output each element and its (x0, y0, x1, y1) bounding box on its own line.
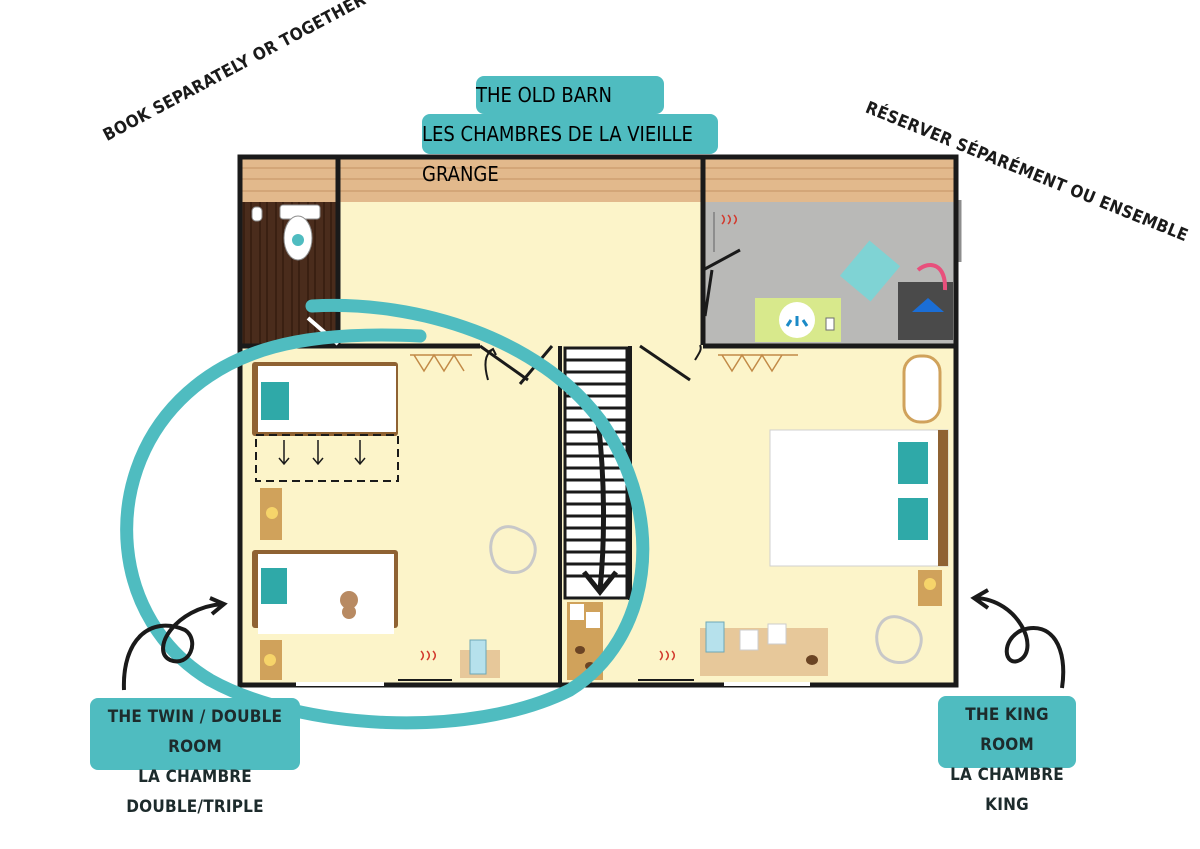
lamp-icon (266, 507, 278, 519)
mug-icon (767, 623, 787, 645)
twin-room-label-line-1: THE TWIN / DOUBLE ROOM (107, 707, 283, 757)
wc (251, 204, 321, 261)
king-pointer-arrow (970, 588, 1066, 689)
twin-room-label: THE TWIN / DOUBLE ROOM LA CHAMBRE DOUBLE… (90, 698, 300, 817)
hanger-icon (410, 353, 472, 373)
pillow-icon (261, 382, 289, 420)
trundle-bed (255, 434, 399, 482)
mug-icon (739, 629, 759, 651)
shower-icon (912, 298, 944, 312)
bath-mat-icon (839, 240, 901, 302)
heater-icon (420, 650, 436, 661)
lamp-icon (924, 578, 936, 590)
twin-room-label-line-2: LA CHAMBRE DOUBLE/TRIPLE (126, 767, 264, 817)
title-line-1: THE OLD BARN ROOMS (476, 76, 664, 145)
bathroom-door (702, 248, 741, 272)
twin-pointer-arrow (121, 596, 228, 691)
kettle-icon (705, 621, 725, 653)
chair-icon (875, 615, 923, 664)
mirror-icon (902, 354, 942, 424)
hanger-icon (718, 353, 798, 373)
king-room-label-line-2: LA CHAMBRE KING (950, 765, 1064, 815)
kettle-icon (469, 639, 487, 675)
landing-wood-strip (340, 157, 702, 202)
stairs-arrow-icon (582, 419, 618, 597)
teddy-bear-icon (340, 591, 358, 609)
toilet-roll-icon (251, 206, 263, 222)
king-room-label-line-1: THE KING ROOM (965, 705, 1049, 755)
mug-icon (570, 604, 584, 620)
heater-icon (659, 650, 675, 661)
chair-icon (489, 525, 537, 574)
wc-wood-strip (240, 157, 336, 202)
pillow-icon (898, 498, 928, 540)
bathroom (713, 200, 962, 342)
pillow-icon (898, 442, 928, 484)
twin-room-highlight (120, 298, 650, 730)
pillow-icon (261, 568, 287, 604)
king-room (638, 353, 949, 686)
title-line-2: LES CHAMBRES DE LA VIEILLE GRANGE (422, 114, 718, 186)
twin-room (252, 353, 537, 686)
landing-shelf (567, 602, 603, 680)
king-room-label: THE KING ROOM LA CHAMBRE KING (938, 696, 1076, 815)
lamp-icon (264, 654, 276, 666)
mug-icon (586, 612, 600, 628)
title-banner: THE OLD BARN ROOMS LES CHAMBRES DE LA VI… (422, 76, 718, 186)
heater-icon (721, 214, 737, 225)
bathroom-wood-strip (705, 157, 955, 202)
